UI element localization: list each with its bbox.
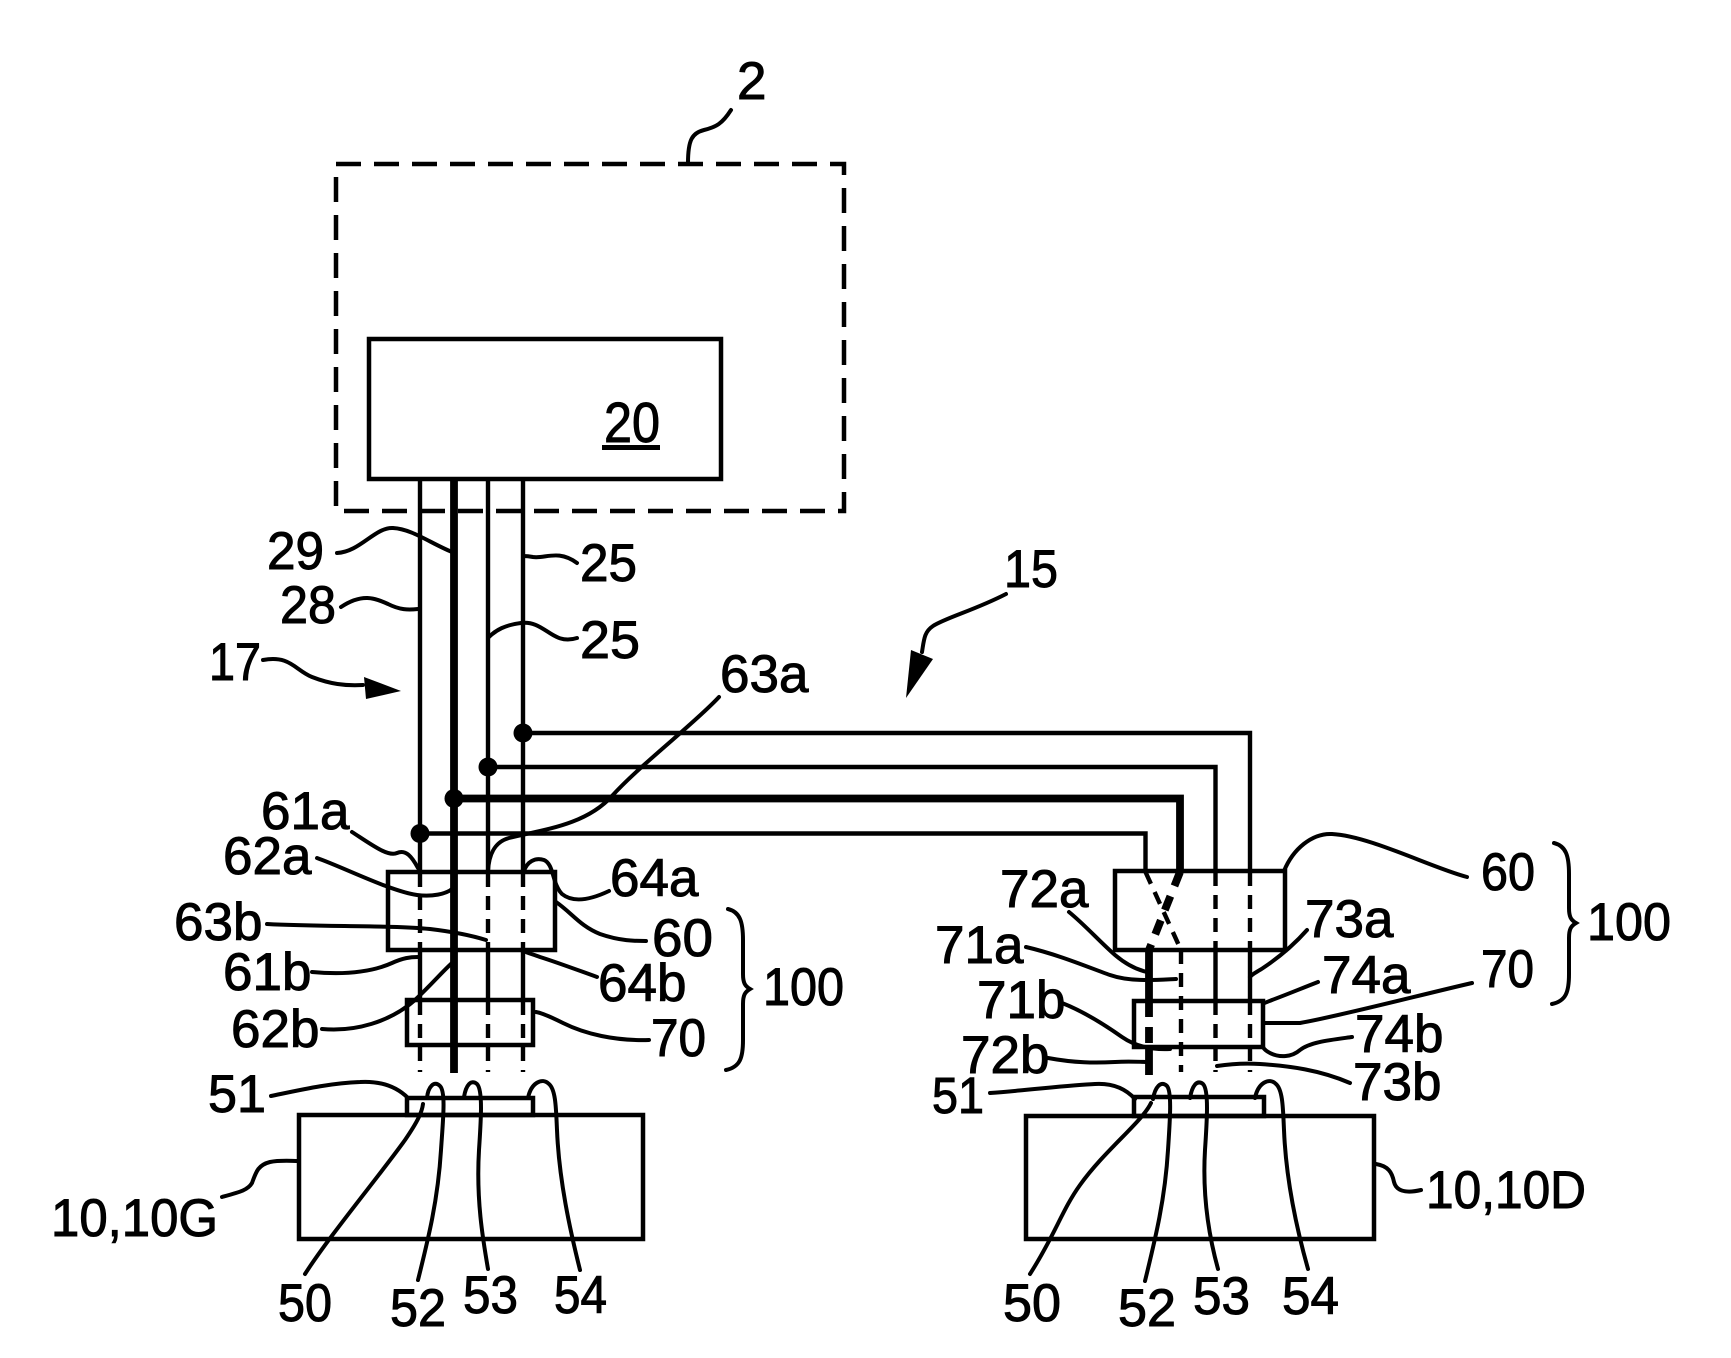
svg-text:53: 53 xyxy=(1193,1267,1250,1326)
svg-text:70: 70 xyxy=(651,1009,706,1068)
svg-text:10,10G: 10,10G xyxy=(51,1189,218,1248)
svg-text:53: 53 xyxy=(463,1266,518,1325)
svg-text:70: 70 xyxy=(1481,940,1534,999)
svg-text:62a: 62a xyxy=(223,827,312,886)
svg-text:72a: 72a xyxy=(1000,860,1089,919)
svg-text:100: 100 xyxy=(763,958,844,1017)
svg-text:15: 15 xyxy=(1004,540,1058,599)
svg-text:60: 60 xyxy=(1481,843,1535,902)
svg-text:73a: 73a xyxy=(1305,890,1394,949)
svg-text:61b: 61b xyxy=(223,943,311,1002)
svg-text:60: 60 xyxy=(652,909,713,968)
svg-text:28: 28 xyxy=(280,576,336,635)
svg-text:50: 50 xyxy=(278,1274,332,1333)
svg-text:100: 100 xyxy=(1587,893,1671,952)
svg-text:25: 25 xyxy=(580,611,640,670)
svg-text:62b: 62b xyxy=(231,1000,319,1059)
svg-text:64b: 64b xyxy=(598,954,686,1013)
svg-text:72b: 72b xyxy=(961,1026,1049,1085)
svg-text:61a: 61a xyxy=(261,782,350,841)
svg-text:64a: 64a xyxy=(610,849,699,908)
svg-text:51: 51 xyxy=(208,1065,266,1124)
svg-text:17: 17 xyxy=(209,633,261,692)
svg-text:29: 29 xyxy=(267,522,324,581)
svg-text:52: 52 xyxy=(1118,1279,1176,1338)
svg-text:50: 50 xyxy=(1003,1274,1061,1333)
svg-text:54: 54 xyxy=(1282,1267,1339,1326)
svg-text:51: 51 xyxy=(932,1067,984,1124)
svg-text:54: 54 xyxy=(554,1266,607,1325)
svg-text:52: 52 xyxy=(390,1279,446,1338)
svg-text:73b: 73b xyxy=(1353,1053,1441,1112)
svg-text:74b: 74b xyxy=(1355,1005,1443,1064)
svg-text:2: 2 xyxy=(737,52,766,111)
svg-text:74a: 74a xyxy=(1322,946,1411,1005)
svg-text:63a: 63a xyxy=(720,645,809,704)
svg-text:71b: 71b xyxy=(977,971,1065,1030)
svg-text:10,10D: 10,10D xyxy=(1426,1161,1586,1220)
svg-text:71a: 71a xyxy=(935,916,1024,975)
svg-text:63b: 63b xyxy=(174,893,262,952)
svg-text:25: 25 xyxy=(580,534,637,593)
svg-text:20: 20 xyxy=(604,391,660,455)
